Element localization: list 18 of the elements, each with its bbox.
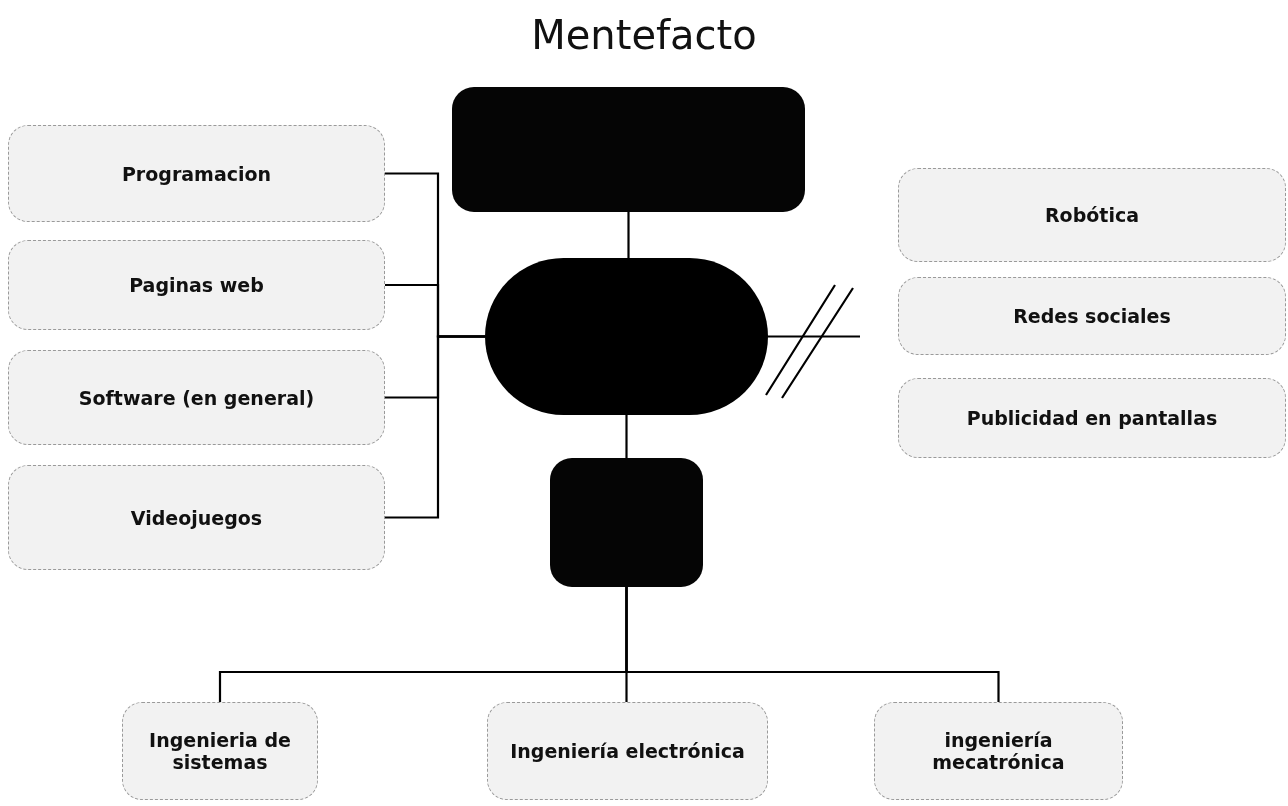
topic-box: Redes sociales xyxy=(898,277,1286,355)
topic-box: Ingeniería electrónica xyxy=(487,702,768,800)
connector-line xyxy=(625,587,1000,702)
dark-box xyxy=(452,87,805,212)
topic-box: Videojuegos xyxy=(8,465,385,570)
topic-box: ingeniería mecatrónica xyxy=(874,702,1123,800)
topic-box: Programacion xyxy=(8,125,385,222)
connector-line xyxy=(625,415,628,458)
topic-box: Publicidad en pantallas xyxy=(898,378,1286,458)
connector-line xyxy=(627,212,630,258)
topic-box: Software (en general) xyxy=(8,350,385,445)
connector-line xyxy=(385,335,485,519)
topic-box: Ingenieria de sistemas xyxy=(122,702,318,800)
dark-box xyxy=(550,458,703,587)
topic-box: Robótica xyxy=(898,168,1286,262)
topic-box: Paginas web xyxy=(8,240,385,330)
diagram-title: Mentefacto xyxy=(530,12,758,58)
connector-line xyxy=(768,335,860,338)
